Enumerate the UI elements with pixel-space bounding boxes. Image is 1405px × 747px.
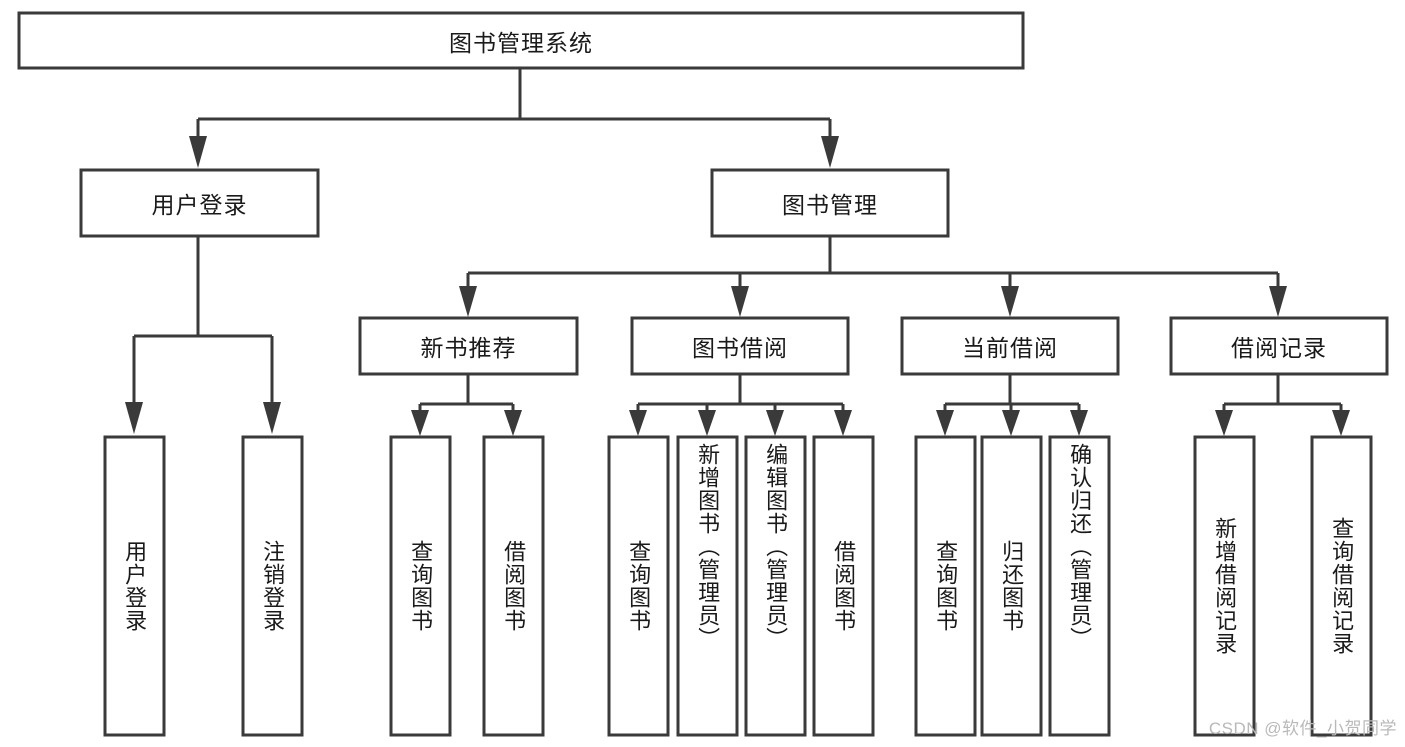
arrow-head-leaf-add-record <box>1215 410 1233 436</box>
node-box-root[interactable] <box>17 11 1025 70</box>
arrow-head-leaf-query-book-1 <box>411 410 429 436</box>
node-box-leaf-borrow-book-1[interactable] <box>482 435 545 737</box>
node-box-new-book-rec[interactable] <box>358 316 579 376</box>
node-box-leaf-query-book-1[interactable] <box>389 435 452 737</box>
node-box-leaf-user-login[interactable] <box>103 435 166 737</box>
node-box-current-borrow[interactable] <box>900 316 1120 376</box>
arrow-head-leaf-edit-book <box>766 410 784 436</box>
node-box-leaf-confirm-return[interactable] <box>1048 435 1111 737</box>
node-box-leaf-return-book[interactable] <box>980 435 1043 737</box>
arrow-head-leaf-add-book <box>698 410 716 436</box>
arrow-head-leaf-return-book <box>1002 410 1020 436</box>
node-box-user-login[interactable] <box>79 168 320 238</box>
arrow-head-leaf-query-record <box>1332 410 1350 436</box>
node-box-leaf-query-book-2[interactable] <box>607 435 670 737</box>
arrow-head-current-borrow <box>1001 286 1019 317</box>
arrow-head-leaf-query-book-2 <box>629 410 647 436</box>
arrow-head-book-borrow <box>731 286 749 317</box>
arrow-head-leaf-query-book-3 <box>936 410 954 436</box>
arrow-head-leaf-logout <box>263 402 281 434</box>
arrow-head-leaf-borrow-book-1 <box>504 410 522 436</box>
arrow-head-book-manage <box>821 136 839 168</box>
node-box-leaf-query-book-3[interactable] <box>914 435 977 737</box>
node-box-book-borrow[interactable] <box>630 316 850 376</box>
node-box-leaf-add-book[interactable] <box>676 435 739 737</box>
node-box-leaf-logout[interactable] <box>241 435 304 737</box>
arrow-head-user-login <box>189 136 207 168</box>
node-box-borrow-record[interactable] <box>1169 316 1389 376</box>
node-box-leaf-add-record[interactable] <box>1193 435 1256 737</box>
node-box-leaf-edit-book[interactable] <box>744 435 807 737</box>
connector-layer <box>125 69 1350 436</box>
node-box-leaf-borrow-book-2[interactable] <box>812 435 875 737</box>
node-layer <box>17 11 1389 737</box>
arrow-head-leaf-confirm-return <box>1070 410 1088 436</box>
arrow-head-borrow-record <box>1269 286 1287 317</box>
node-box-leaf-query-record[interactable] <box>1310 435 1373 737</box>
arrow-head-leaf-user-login <box>125 402 143 434</box>
arrow-head-new-book-rec <box>459 286 477 317</box>
arrow-head-leaf-borrow-book-2 <box>834 410 852 436</box>
node-box-book-manage[interactable] <box>710 168 950 238</box>
